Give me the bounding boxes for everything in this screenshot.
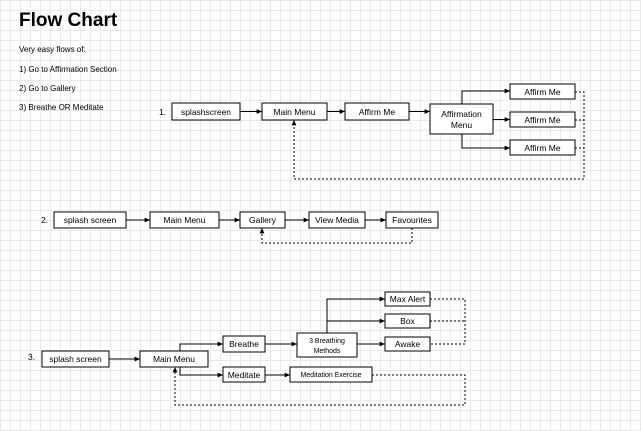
flow2-return-loop	[259, 228, 413, 244]
flow1-splash-label: splashscreen	[181, 107, 231, 117]
flow3-meditation-exercise-label: Meditation Exercise	[300, 372, 361, 379]
flow1-affirm-option-2-node: Affirm Me	[509, 111, 576, 128]
flow1-number: 1.	[159, 107, 166, 117]
flow3-breathe-node: Breathe	[222, 335, 266, 353]
flow3-breathe-label: Breathe	[229, 339, 259, 349]
page-title: Flow Chart	[19, 10, 118, 31]
flow3-edge-menu-to-breathe	[179, 341, 223, 351]
flow3-meditate-label: Meditate	[228, 370, 261, 380]
flow3-box-label: Box	[400, 316, 415, 326]
flow1-affirm-me-node: Affirm Me	[344, 102, 410, 121]
intro-item-breathe: 3) Breathe OR Meditate	[19, 103, 104, 112]
flow3-number: 3.	[28, 352, 35, 362]
flow2-favourites-node: Favourites	[385, 211, 439, 229]
flow2-favourites-label: Favourites	[392, 215, 432, 225]
flow2-view-media-label: View Media	[315, 215, 359, 225]
flow3-meditation-exercise-node: Meditation Exercise	[289, 366, 373, 383]
flow1-affirm-option-3-label: Affirm Me	[524, 143, 560, 153]
flow3-main-menu-node: Main Menu	[139, 350, 209, 368]
flow2-gallery-label: Gallery	[249, 215, 277, 225]
flow3-splash-label: splash screen	[49, 354, 102, 364]
flow1-return-loop	[291, 91, 585, 180]
flow3-return-options	[430, 298, 466, 345]
flow3-breathing-methods-node: 3 Breathing Methods	[296, 332, 358, 358]
flow1-splash-node: splashscreen	[171, 102, 241, 121]
flow2-number: 2.	[41, 215, 48, 225]
flow2-view-media-node: View Media	[308, 211, 366, 229]
flow3-edge-menu-to-meditate	[179, 367, 223, 378]
flow3-breathing-methods-label-line1: 3 Breathing	[309, 338, 345, 345]
flow1-edge-to-option-1	[461, 88, 510, 104]
flow3-main-menu-label: Main Menu	[153, 354, 195, 364]
flow1-affirm-me-label: Affirm Me	[359, 107, 395, 117]
flow3-max-alert-node: Max Alert	[384, 291, 431, 307]
flow1-affirm-option-3-node: Affirm Me	[509, 139, 576, 156]
flow1-affirmation-menu-node: Affirmation Menu	[429, 103, 494, 135]
flow2-gallery-node: Gallery	[239, 211, 286, 229]
flow3-awake-label: Awake	[395, 339, 421, 349]
flow1-affirmation-menu-label-line2: Menu	[451, 120, 473, 130]
flow1-edge-to-option-3	[461, 134, 510, 151]
flow3-splash-node: splash screen	[41, 350, 110, 368]
intro-heading: Very easy flows of:	[19, 45, 86, 54]
flow1-affirm-option-2-label: Affirm Me	[524, 115, 560, 125]
flow3-breathing-methods-label-line2: Methods	[314, 348, 341, 355]
flow1-main-menu-label: Main Menu	[273, 107, 315, 117]
flow2-splash-node: splash screen	[53, 211, 127, 229]
flow2-main-menu-label: Main Menu	[163, 215, 205, 225]
flow3-return-loop	[172, 367, 466, 406]
flow3-meditate-node: Meditate	[222, 366, 266, 383]
flow3-max-alert-label: Max Alert	[390, 294, 426, 304]
flow3-box-node: Box	[384, 313, 431, 329]
flow3-awake-node: Awake	[384, 336, 431, 352]
intro-item-affirmation: 1) Go to Affirmation Section	[19, 65, 117, 74]
flow1-affirm-option-1-node: Affirm Me	[509, 83, 576, 100]
intro-item-gallery: 2) Go to Gallery	[19, 84, 76, 93]
flow2-splash-label: splash screen	[64, 215, 117, 225]
flow3-edge-methods-to-max-alert	[326, 296, 385, 333]
flow2-main-menu-node: Main Menu	[149, 211, 220, 229]
flow1-affirmation-menu-label-line1: Affirmation	[441, 109, 482, 119]
flow1-affirm-option-1-label: Affirm Me	[524, 87, 560, 97]
flow1-main-menu-node: Main Menu	[261, 102, 328, 121]
